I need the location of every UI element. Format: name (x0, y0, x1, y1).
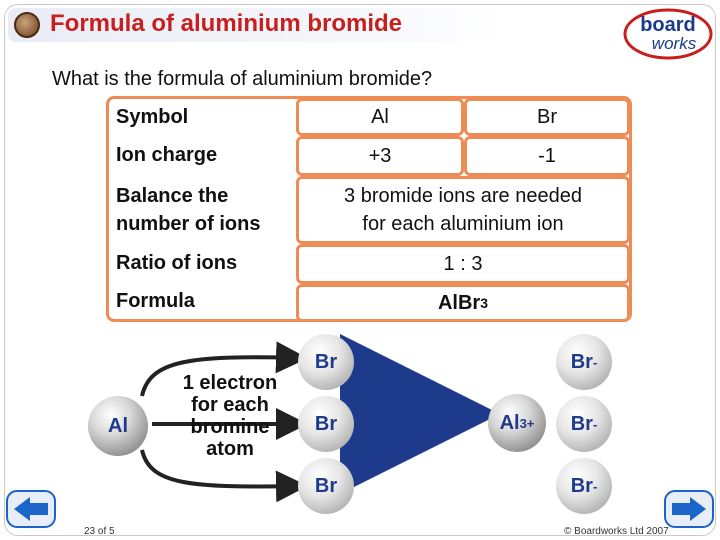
symbol-label: Symbol (116, 106, 189, 128)
ion-charge-label: Ion charge (116, 144, 218, 166)
page-counter: 23 of 5 (84, 526, 115, 537)
forward-arrow-icon[interactable] (664, 490, 714, 528)
question-text: What is the formula of aluminium bromide… (52, 68, 433, 90)
atom-badge-icon (14, 12, 40, 38)
symbol-al-cell: Al (296, 98, 464, 136)
balance-cell: 3 bromide ions are needed for each alumi… (296, 176, 630, 244)
aluminium-atom: Al (88, 396, 148, 456)
copyright: © Boardworks Ltd 2007 (564, 526, 669, 537)
bromide-ion: Br- (556, 458, 612, 514)
electron-transfer-label: 1 electron for each bromine atom (182, 372, 278, 460)
bromide-ion: Br- (556, 396, 612, 452)
formula-label: Formula (116, 290, 195, 312)
svg-text:board: board (640, 14, 696, 36)
page-title: Formula of aluminium bromide (50, 10, 403, 37)
bromine-atom: Br (298, 458, 354, 514)
boardworks-logo: board works (623, 8, 713, 60)
slide-frame (4, 4, 716, 536)
ratio-cell: 1 : 3 (296, 244, 630, 284)
back-arrow-icon[interactable] (6, 490, 56, 528)
svg-text:works: works (652, 34, 697, 53)
bromine-atom: Br (298, 396, 354, 452)
bromide-ion: Br- (556, 334, 612, 390)
charge-br-cell: -1 (464, 136, 630, 176)
title-bar (8, 8, 508, 42)
charge-al-cell: +3 (296, 136, 464, 176)
symbol-br-cell: Br (464, 98, 630, 136)
balance-label: Balance the number of ions (116, 185, 261, 235)
ratio-label: Ratio of ions (116, 252, 238, 274)
bromine-atom: Br (298, 334, 354, 390)
